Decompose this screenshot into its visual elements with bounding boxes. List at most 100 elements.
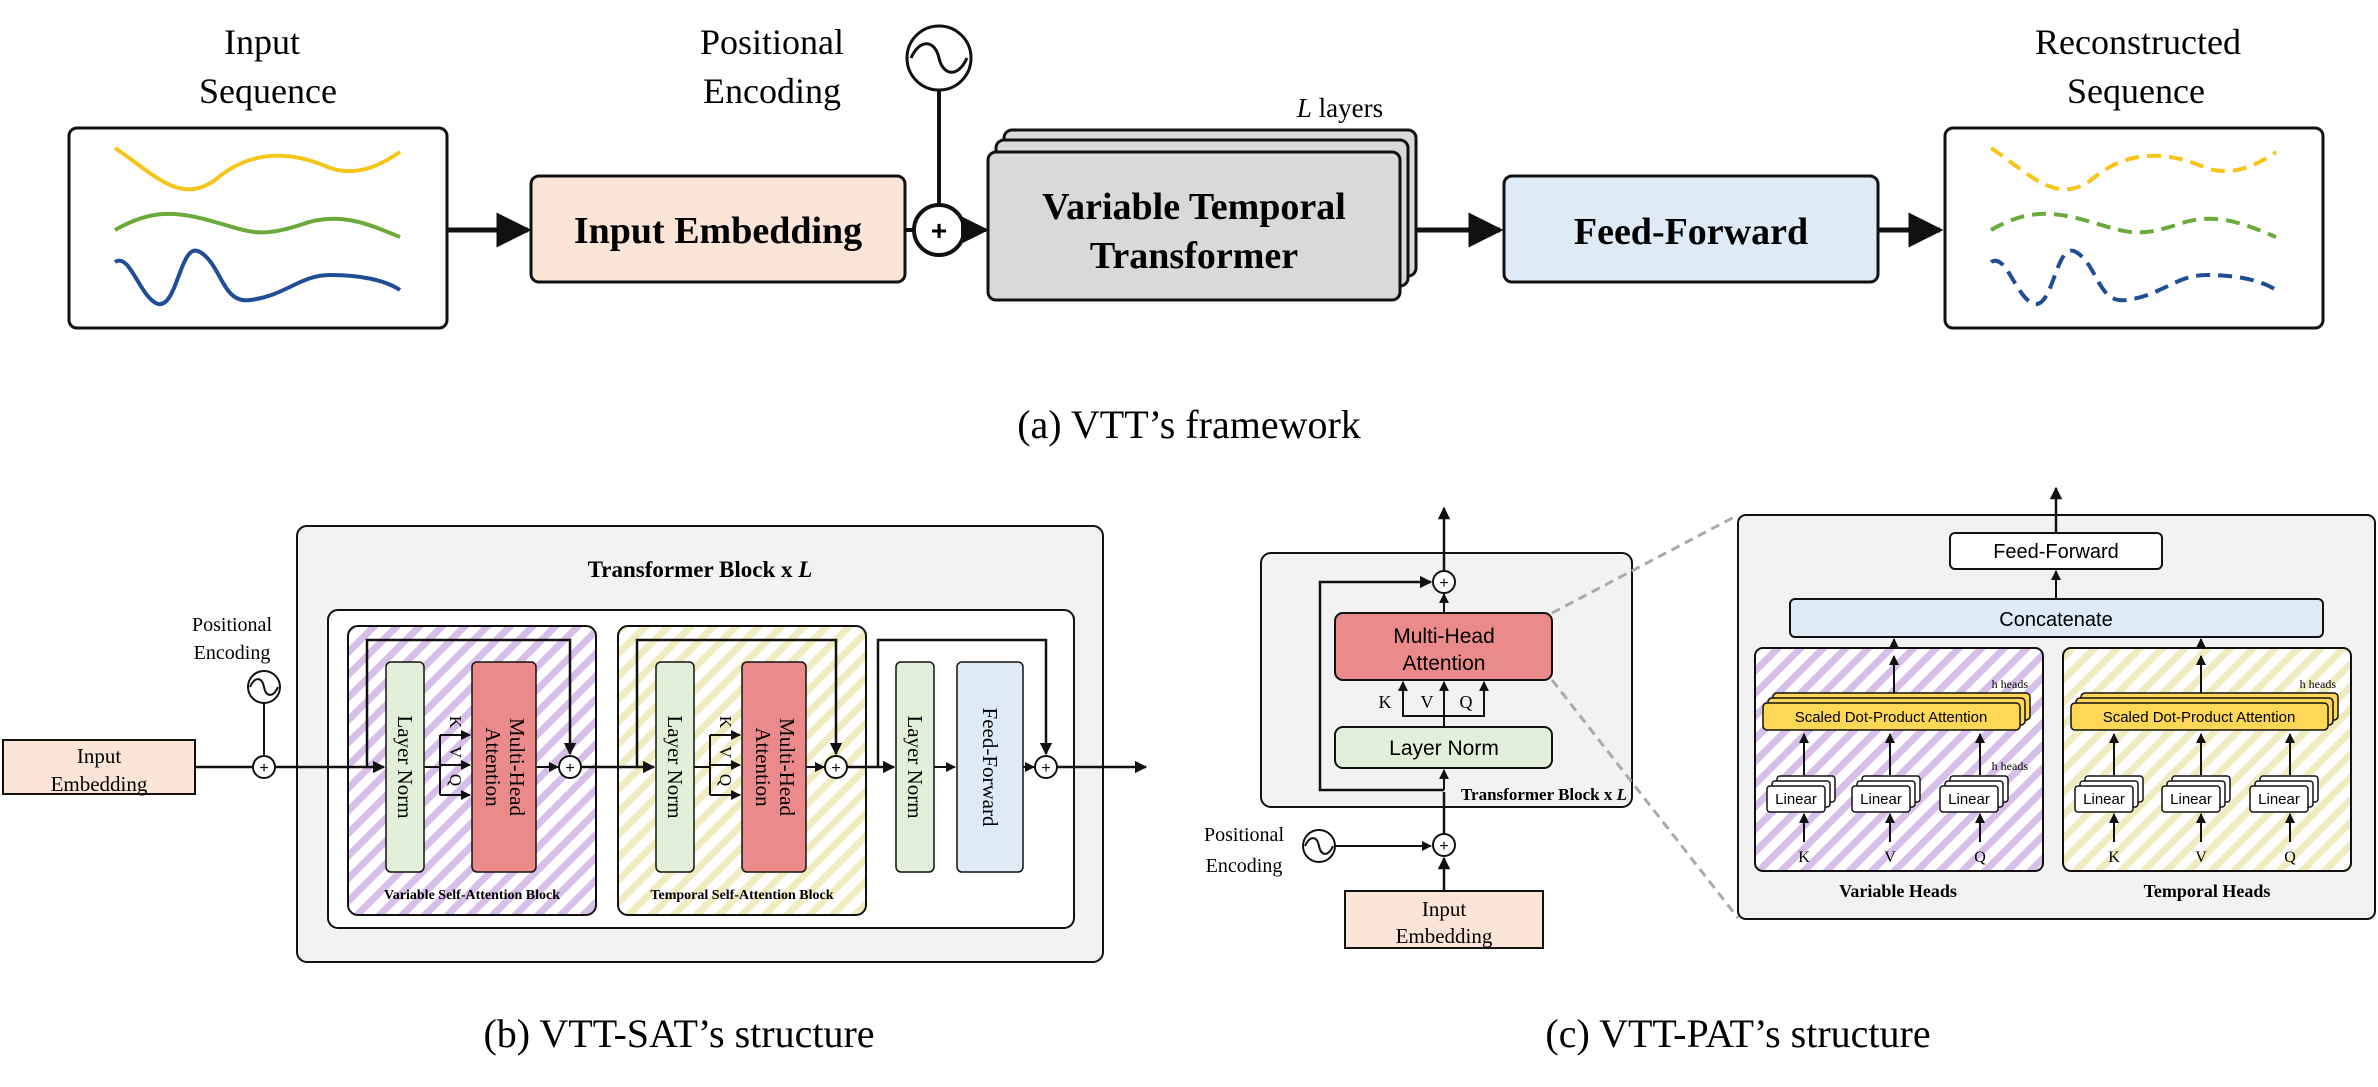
positional-encoding-title-2: Encoding [703,71,841,111]
sat-ff-residual [876,638,1053,767]
pat-q-arrow [1444,681,1489,717]
pat-input-embedding-label-1: Input [1422,897,1466,921]
pat-concatenate-label: Concatenate [1999,609,2112,631]
pat-temp-v-label: V [2195,849,2207,866]
pat-zoom-feed-forward [1949,532,2163,570]
pat-mha-label-2: Attention [1403,652,1486,675]
pat-temp-linear-k-label: Linear [2083,791,2125,808]
input-series-green [114,211,401,239]
pat-temp-h-heads: h heads [2300,677,2337,691]
pat-pos-label-2: Encoding [1206,855,1283,877]
pat-var-k-label: K [1798,849,1810,866]
vtt-box [986,150,1402,302]
pat-temp-linear-v: Linear [2161,775,2231,813]
reconstructed-title-2: Sequence [2067,71,2205,111]
pat-k-label: K [1379,692,1392,712]
sat-panel: Transformer Block x L Layer Norm Multi-H… [2,525,1148,1056]
caption-b: (b) VTT-SAT’s structure [483,1011,874,1056]
temporal-self-attention-label: Temporal Self-Attention Block [650,888,833,903]
sat-var-mha-label-2: Attention [481,727,505,807]
sat-pos-wave-curve [249,678,279,696]
pat-var-linear-q-box [1939,785,1999,813]
sat-temp-k: K [716,716,735,729]
sat-temp-q: Q [716,774,735,786]
pat-zoom-feed-forward-label: Feed-Forward [1993,541,2119,563]
pat-var-linear-k-box [1766,785,1826,813]
vtt-label-1: Variable Temporal [1042,186,1346,228]
output-series-yellow [1989,146,2278,192]
pat-temp-linear-v-box [2161,785,2221,813]
pat-temp-k-label: K [2108,849,2120,866]
pat-temp-sdpa [2070,702,2329,731]
positional-encoding-title-1: Positional [700,22,844,62]
reconstructed-title-1: Reconstructed [2035,22,2241,62]
sat-add-0-symbol: + [259,760,268,777]
pat-var-linear-v-label: Linear [1860,791,1902,808]
sat-var-v: V [446,746,465,759]
pat-var-sdpa [1762,702,2021,731]
sat-block-title: Transformer Block x L [588,557,813,582]
sat-input-embedding-label-1: Input [77,744,121,768]
pat-var-linear-q-label: Linear [1948,791,1990,808]
input-embedding-label: Input Embedding [574,210,862,252]
pat-var-linear-v: Linear [1851,775,1921,813]
pat-pos-wave-curve [1304,837,1334,855]
pat-var-linear-k-label: Linear [1775,791,1817,808]
feed-forward-label: Feed-Forward [1574,211,1808,253]
pat-var-linear-k: Linear [1766,775,1836,813]
framework-panel: Input Sequence Input Embedding Positiona… [67,22,2325,447]
pat-temp-linear-q-label: Linear [2258,791,2300,808]
pat-pos-label-1: Positional [1204,824,1284,846]
sat-temp-v: V [716,746,735,759]
pat-input-embedding [1344,890,1544,949]
caption-a: (a) VTT’s framework [1017,402,1361,447]
temporal-heads-label: Temporal Heads [2144,881,2271,901]
pat-var-q-label: Q [1974,849,1986,866]
sat-add-3-symbol: + [1041,760,1050,777]
pat-var-h-heads-1: h heads [1992,677,2029,691]
variable-self-attention-label: Variable Self-Attention Block [384,888,560,903]
pat-temp-q-label: Q [2284,849,2296,866]
sat-var-k: K [446,716,465,729]
pat-k-arrow [1398,681,1445,727]
sat-var-residual [365,638,577,767]
pat-var-v-label: V [1884,849,1896,866]
pat-var-sdpa-label: Scaled Dot-Product Attention [1795,709,1988,726]
sat-add-2-symbol: + [831,760,840,777]
wave-icon-curve [909,42,969,74]
input-series-yellow [113,146,402,192]
pat-temp-linear-k-box [2074,785,2134,813]
pat-mha-label-1: Multi-Head [1393,625,1495,648]
sat-temp-layer-norm-label: Layer Norm [663,715,687,818]
pat-add-top-symbol: + [1439,575,1448,592]
pat-residual [1318,575,1444,792]
pat-temp-linear-v-label: Linear [2170,791,2212,808]
pat-q-label: Q [1460,692,1473,712]
input-sequence-title-1: Input [224,22,300,62]
sat-add-1-symbol: + [565,760,574,777]
zoom-line-bottom [1550,679,1740,919]
sat-feed-forward-label: Feed-Forward [978,708,1002,827]
sat-var-layer-norm-label: Layer Norm [393,715,417,818]
vtt-label-2: Transformer [1090,235,1298,277]
output-series-green [1990,211,2277,239]
add-node-a-symbol: + [931,215,947,246]
sat-temp-mha-label-2: Attention [751,727,775,807]
output-series-blue [1989,248,2278,306]
input-series-blue [113,248,402,306]
sat-var-mha-label-1: Multi-Head [505,718,529,816]
sat-input-embedding-label-2: Embedding [51,772,148,796]
pat-var-linear-v-box [1851,785,1911,813]
pat-panel: Transformer Block x L Multi-Head Attenti… [1204,486,2376,1056]
pat-var-linear-q: Linear [1939,775,2009,813]
pat-v-label: V [1421,692,1434,712]
variable-heads-label: Variable Heads [1839,881,1957,901]
pat-layer-norm-label: Layer Norm [1389,737,1499,760]
pat-temp-linear-k: Linear [2074,775,2144,813]
pat-temp-linear-q: Linear [2249,775,2319,813]
sat-pos-label-1: Positional [192,614,272,636]
caption-c: (c) VTT-PAT’s structure [1545,1011,1930,1056]
sat-temp-residual [635,638,843,767]
zoom-line-top [1551,513,1739,615]
